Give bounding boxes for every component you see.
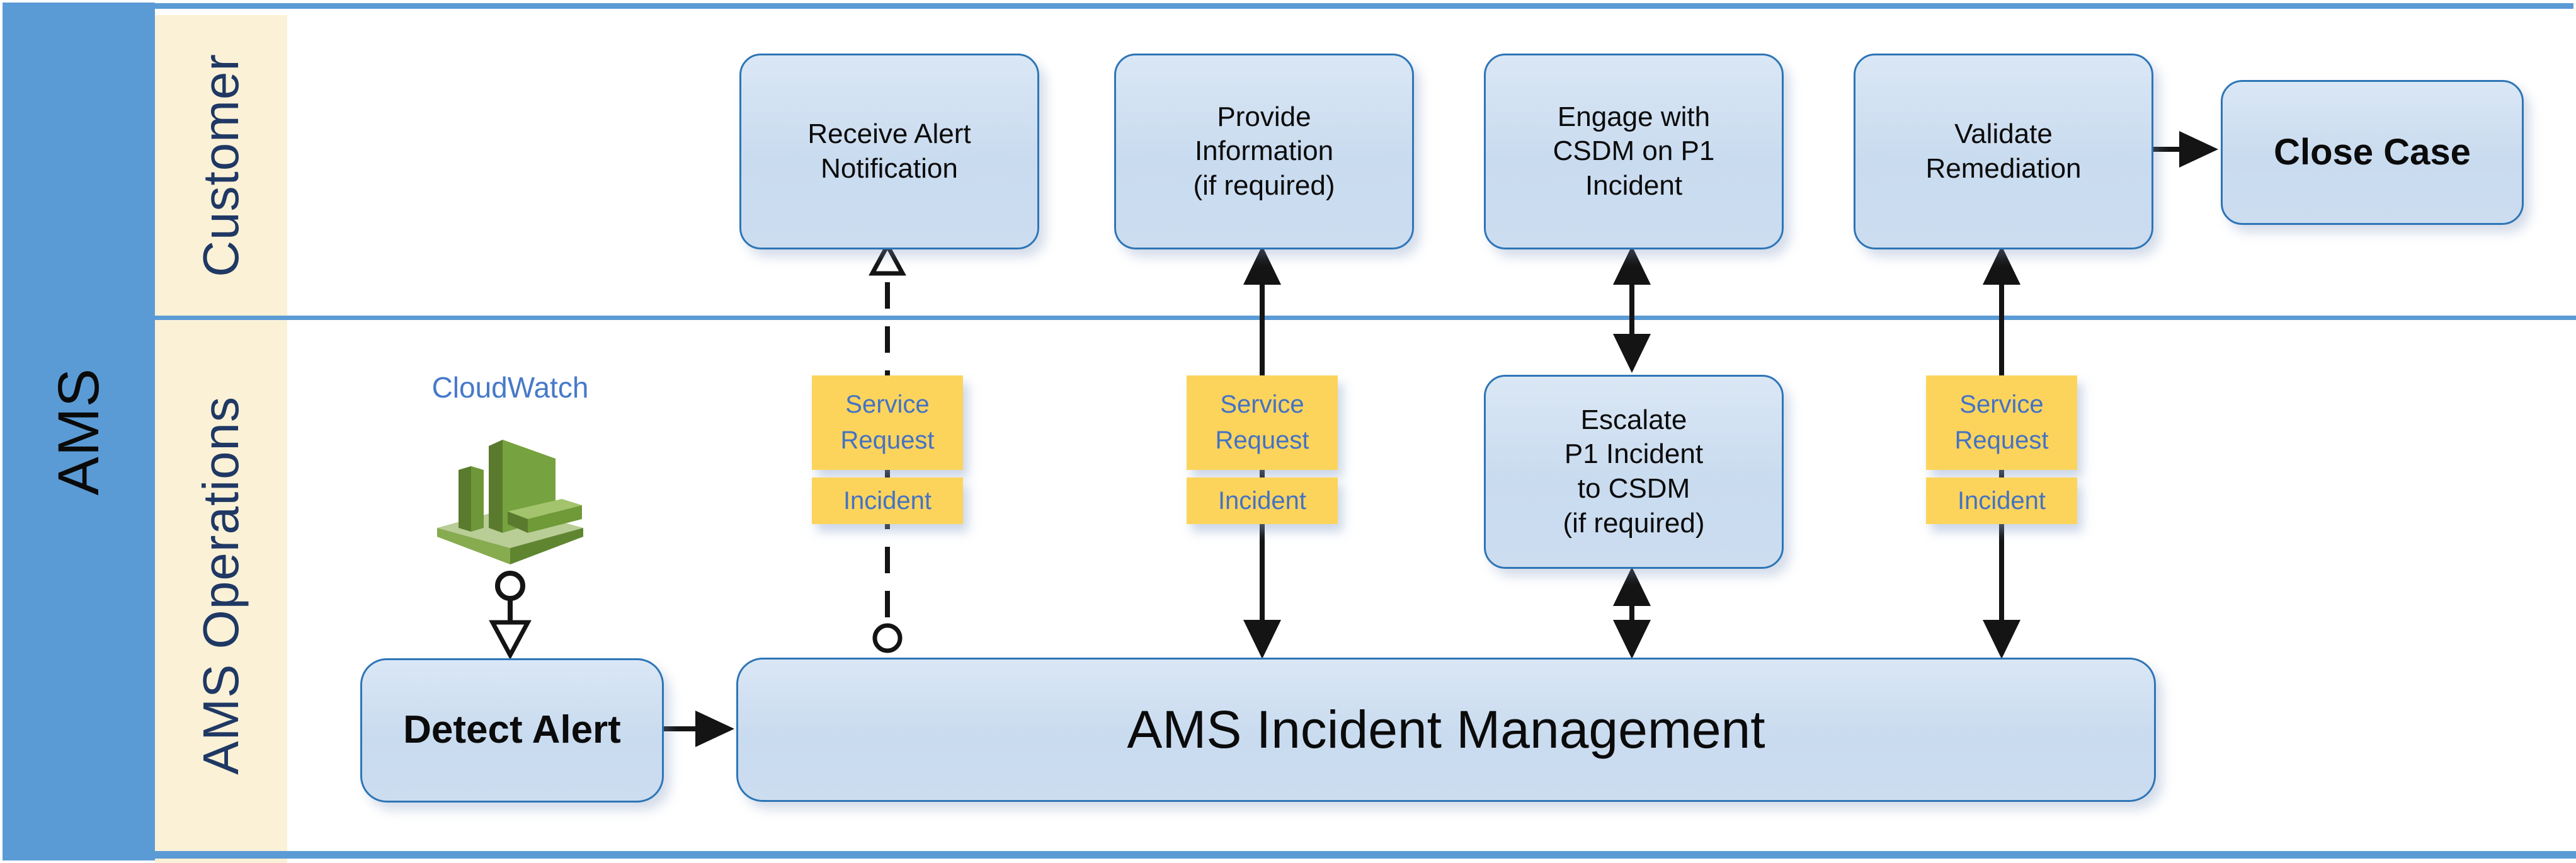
lane-divider-line	[155, 316, 2576, 320]
cloudwatch-icon	[437, 440, 583, 564]
tag-incident: Incident	[1187, 477, 1338, 524]
process-box-close-case: Close Case	[2221, 80, 2524, 225]
top-border-line	[155, 3, 2573, 9]
tag-service-request: Service Request	[1187, 375, 1338, 470]
bottom-border-line	[155, 851, 2576, 859]
connector-engage-escalate	[1613, 246, 1651, 373]
ams-band: AMS	[3, 3, 155, 860]
tag-service-request: Service Request	[812, 375, 963, 470]
process-box-provide-information: Provide Information (if required)	[1114, 54, 1414, 249]
process-box-ams-incident-management: AMS Incident Management	[736, 658, 2156, 802]
tag-incident: Incident	[1926, 477, 2077, 524]
connector-detect-incident-mgmt	[664, 711, 734, 747]
connector-validate-close	[2152, 131, 2218, 168]
process-box-escalate-p1: Escalate P1 Incident to CSDM (if require…	[1484, 375, 1784, 569]
cloudwatch-label: CloudWatch	[431, 371, 589, 404]
connector-dashed-receive-alert	[869, 241, 906, 653]
connector-escalate-incident-mgmt	[1613, 567, 1651, 659]
tag-service-request: Service Request	[1926, 375, 2077, 470]
process-box-engage-csdm: Engage with CSDM on P1 Incident	[1484, 54, 1784, 249]
lane-label-column	[155, 15, 287, 863]
tag-incident: Incident	[812, 477, 963, 524]
process-box-receive-alert: Receive Alert Notification	[739, 54, 1039, 249]
connector-cloudwatch-detect	[489, 571, 532, 660]
process-box-detect-alert: Detect Alert	[360, 658, 664, 803]
process-box-validate-remediation: Validate Remediation	[1854, 54, 2153, 249]
